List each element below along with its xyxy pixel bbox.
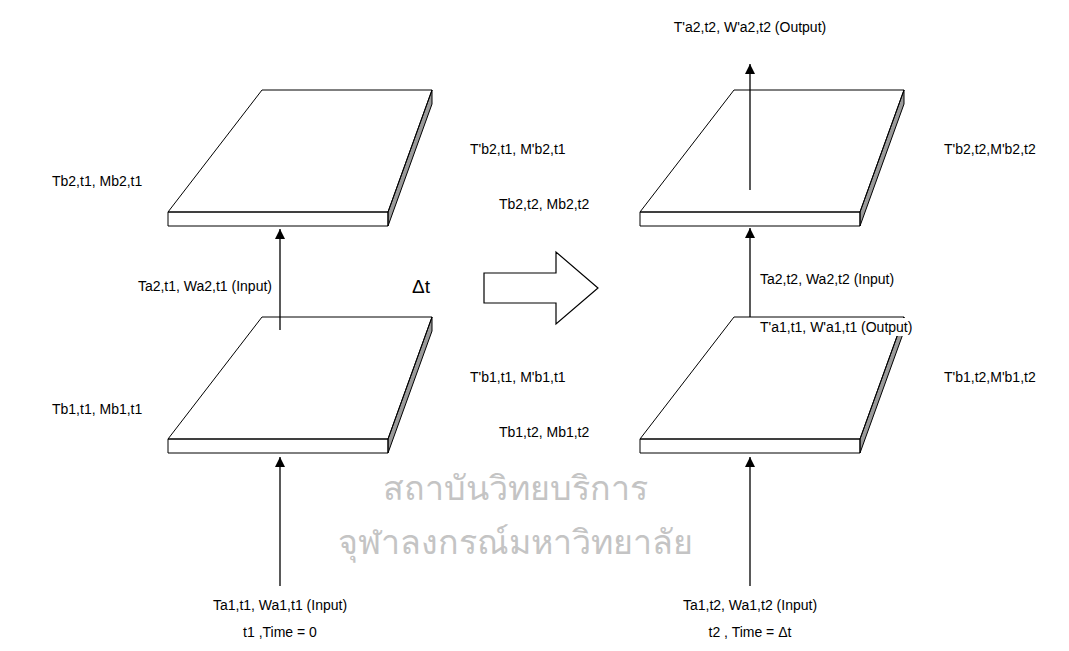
plate-top	[168, 317, 432, 439]
plate-outline	[640, 90, 904, 226]
input-label: Ta1,t2, Wa1,t2 (Input)	[681, 596, 819, 614]
time-step-label: t1 ,Time = 0	[241, 623, 319, 641]
plate-side	[388, 317, 432, 453]
state-label: Tb2,t2, Mb2,t2	[497, 195, 591, 213]
plate-layer: Tb2,t1, Mb2,t1T'b2,t1, M'b2,t1Tb2,t2, Mb…	[168, 90, 432, 226]
plate-layer: Tb1,t1, Mb1,t1T'b1,t1, M'b1,t1Tb1,t2, Mb…	[168, 317, 432, 453]
watermark: จุฬาลงกรณ์มหาวิทยาลัย	[338, 520, 693, 564]
input-arrow	[279, 229, 280, 330]
plate-outline	[168, 317, 432, 453]
time-step-label: t2 , Time = Δt	[707, 623, 794, 641]
time-step-arrow	[484, 252, 598, 324]
plate-top	[168, 90, 432, 212]
plate-front	[168, 212, 388, 226]
plate-top	[640, 90, 904, 212]
watermark: สถาบันวิทยบริการ	[383, 466, 648, 510]
input-label: Ta2,t2, Wa2,t2 (Input)	[758, 270, 896, 288]
time-step-symbol: Δt	[410, 274, 432, 299]
plate-front	[640, 439, 860, 453]
state-label: Tb1,t1, Mb1,t1	[50, 400, 144, 418]
state-label: T'b2,t2,M'b2,t2	[942, 140, 1038, 158]
plate-front	[640, 212, 860, 226]
input-label: Ta1,t1, Wa1,t1 (Input)	[211, 596, 349, 614]
plate-outline	[168, 90, 432, 226]
output-label: T'a1,t1, W'a1,t1 (Output)	[758, 318, 914, 336]
plate-side	[860, 317, 904, 453]
input-arrow	[279, 457, 280, 586]
state-label: Tb1,t2, Mb1,t2	[497, 423, 591, 441]
flow-arrow	[749, 228, 750, 317]
state-label: Tb2,t1, Mb2,t1	[50, 172, 144, 190]
state-label: T'b1,t1, M'b1,t1	[468, 368, 568, 386]
plate-side	[388, 90, 432, 226]
plate-layer: T'b1,t2,M'b1,t2	[640, 317, 904, 453]
state-label: T'b1,t2,M'b1,t2	[942, 368, 1038, 386]
plate-front	[168, 439, 388, 453]
plate-side	[860, 90, 904, 226]
plate-layer: T'b2,t2,M'b2,t2	[640, 90, 904, 226]
state-label: T'b2,t1, M'b2,t1	[468, 140, 568, 158]
output-arrow	[749, 64, 750, 190]
output-label: T'a2,t2, W'a2,t2 (Output)	[672, 18, 828, 36]
input-label: Ta2,t1, Wa2,t1 (Input)	[136, 277, 274, 295]
plate-outline	[640, 317, 904, 453]
input-arrow	[749, 457, 750, 586]
